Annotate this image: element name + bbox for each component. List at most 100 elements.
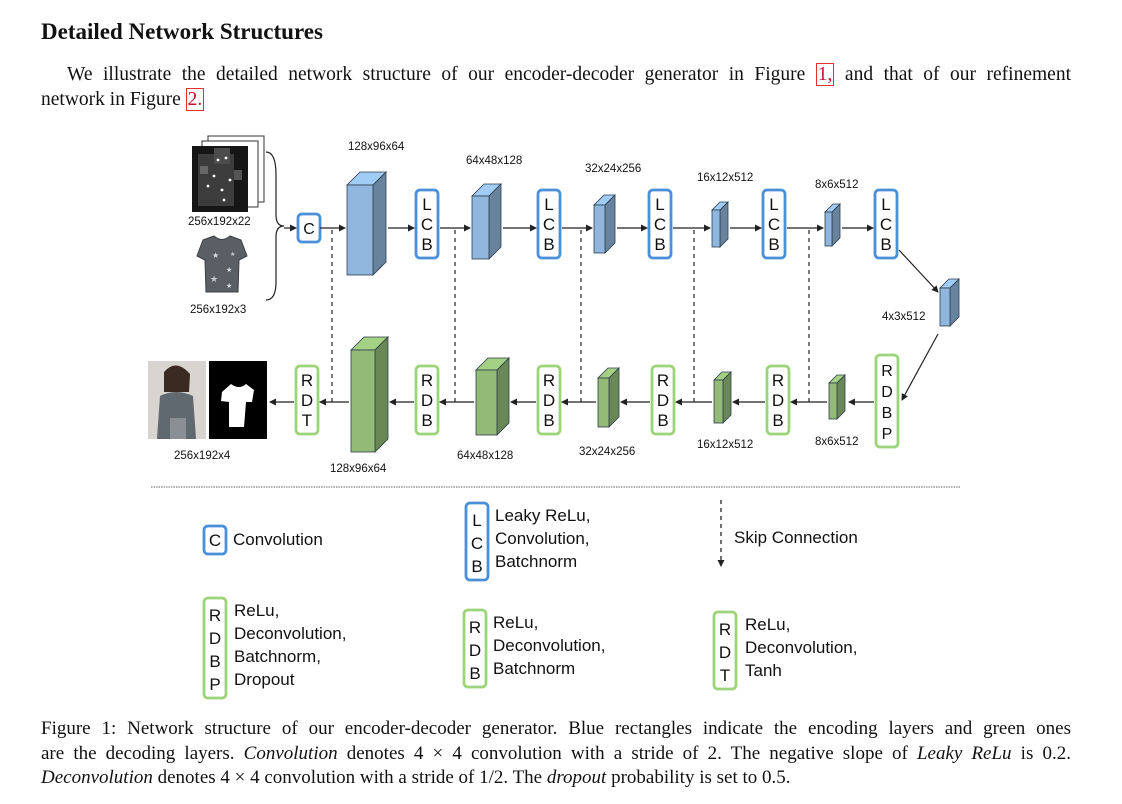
legend-rdt-text-3: Tanh <box>745 661 782 680</box>
decoder-rdb-block-4-letter-d: D <box>772 391 784 410</box>
decoder-rdb-block-4 <box>765 364 791 436</box>
decoder-layer-2-dims: 64x48x128 <box>457 450 513 462</box>
legend-lcb-block-letter-b: B <box>471 557 482 576</box>
encoder-lcb-block-2-letter-l: L <box>544 195 553 214</box>
decoder-layer-5 <box>828 374 846 420</box>
output-rdt-block-letter-d: D <box>301 391 313 410</box>
encoder-lcb-block-3-letter-l: L <box>655 195 664 214</box>
legend-rdbp-text-4: Dropout <box>234 670 295 689</box>
legend-rdb-text-3: Batchnorm <box>493 659 575 678</box>
figure-1-link[interactable]: 1, <box>815 63 835 86</box>
output-rdt-block-letter-t: T <box>302 411 312 430</box>
decoder-rdb-block-2-letter-r: R <box>543 371 555 390</box>
encoder-lcb-block-5 <box>873 188 899 260</box>
encoder-lcb-block-1 <box>414 188 440 260</box>
svg-text:★: ★ <box>230 251 235 258</box>
legend-rdt-block-letter-t: T <box>720 666 730 685</box>
encoder-lcb-block-1-letter-l: L <box>422 195 431 214</box>
decoder-rdb-block-1-letter-d: D <box>421 391 433 410</box>
svg-text:★: ★ <box>226 266 232 274</box>
decoder-rdb-block-4-letter-r: R <box>772 371 784 390</box>
legend-rdt-text-1: ReLu, <box>745 615 790 634</box>
output-dims: 256x192x4 <box>174 450 231 462</box>
intro-paragraph: We illustrate the detailed network struc… <box>41 62 1071 112</box>
caption-line-2e: is 0.2. <box>1011 742 1071 764</box>
decoder-rdb-block-3-letter-d: D <box>657 391 669 410</box>
output-rdt-block <box>294 364 320 436</box>
decoder-rdbp-block-letter-r: R <box>881 363 893 380</box>
caption-term-dropout: dropout <box>546 767 607 788</box>
legend-rdb-block <box>462 608 488 689</box>
svg-text:★: ★ <box>210 274 218 284</box>
bottleneck-dims: 4x3x512 <box>882 311 925 323</box>
encoder-layer-3 <box>593 194 616 254</box>
decoder-rdb-block-3 <box>650 364 676 436</box>
decoder-layer-2 <box>475 357 510 436</box>
legend-lcb-block-letter-c: C <box>471 534 483 553</box>
encoder-lcb-block-3-letter-c: C <box>654 215 666 234</box>
encoder-layer-3-dims: 32x24x256 <box>585 163 641 175</box>
decoder-layer-4-dims: 16x12x512 <box>697 439 753 451</box>
decoder-rdb-block-2-letter-d: D <box>543 391 555 410</box>
caption-line-3d: probability is set to 0.5. <box>606 767 791 788</box>
legend-rdb-block-letter-b: B <box>469 664 480 683</box>
legend-conv-block-letter-c: C <box>209 531 221 550</box>
section-heading: Detailed Network Structures <box>41 19 323 44</box>
legend-rdt-block <box>712 610 738 691</box>
legend-rdbp-block-letter-r: R <box>209 606 221 625</box>
legend-conv-block <box>202 524 228 556</box>
cloth-input-dims: 256x192x3 <box>190 304 246 316</box>
legend-rdbp-block <box>202 596 228 700</box>
legend-rdb-text-1: ReLu, <box>493 613 538 632</box>
decoder-rdb-block-4-letter-b: B <box>772 411 783 430</box>
encoder-layer-1-dims: 128x96x64 <box>348 141 405 153</box>
encoder-lcb-block-5-letter-c: C <box>880 215 892 234</box>
encoder-layer-4 <box>711 201 729 248</box>
decoder-rdbp-block-letter-d: D <box>881 384 893 401</box>
legend-skip-text: Skip Connection <box>734 528 858 547</box>
output-person-image <box>148 361 206 439</box>
encoder-lcb-block-2 <box>536 188 562 260</box>
legend-rdbp-text-1: ReLu, <box>234 601 279 620</box>
decoder-rdb-block-1-letter-b: B <box>421 411 432 430</box>
encoder-layer-5 <box>824 203 841 247</box>
decoder-layer-3-dims: 32x24x256 <box>579 446 635 458</box>
encoder-layer-2 <box>471 183 502 260</box>
figure-2-link[interactable]: 2. <box>185 88 205 111</box>
caption-term-convolution: Convolution <box>243 742 338 764</box>
decoder-rdb-block-2 <box>536 364 562 436</box>
encoder-lcb-block-2-letter-c: C <box>543 215 555 234</box>
encoder-lcb-block-5-letter-l: L <box>881 195 890 214</box>
encoder-layer-1 <box>346 171 387 276</box>
legend-lcb-text-1: Leaky ReLu, <box>495 506 590 525</box>
input-conv-block-letter-c: C <box>303 221 315 238</box>
legend-rdbp-block-letter-d: D <box>209 629 221 648</box>
caption-line-2c: denotes 4 × 4 convolution with a stride … <box>337 742 917 764</box>
decoder-rdb-block-2-letter-b: B <box>543 411 554 430</box>
input-brace <box>265 151 285 301</box>
encoder-layer-2-dims: 64x48x128 <box>466 155 522 167</box>
decoder-rdbp-block-letter-b: B <box>882 405 893 422</box>
legend-rdbp-block-letter-b: B <box>209 652 220 671</box>
caption-line-1: Figure 1: Network structure of our encod… <box>41 718 1071 739</box>
encoder-lcb-block-5-letter-b: B <box>880 235 891 254</box>
decoder-rdb-block-1-letter-r: R <box>421 371 433 390</box>
legend-rdbp-block-letter-p: P <box>209 675 220 694</box>
encoder-layer-5-dims: 8x6x512 <box>815 179 858 191</box>
encoder-lcb-block-4-letter-c: C <box>768 215 780 234</box>
legend-rdt-text-2: Deconvolution, <box>745 638 857 657</box>
caption-term-deconvolution: Deconvolution <box>41 767 153 788</box>
decoder-rdb-block-3-letter-r: R <box>657 371 669 390</box>
figure-caption: Figure 1: Network structure of our encod… <box>41 717 1071 791</box>
decoder-layer-4 <box>713 371 732 424</box>
encoder-lcb-block-4-letter-b: B <box>768 235 779 254</box>
intro-line2-before: network in Figure <box>41 89 186 110</box>
caption-term-leaky-relu: Leaky ReLu <box>916 742 1012 764</box>
legend-rdbp-text-2: Deconvolution, <box>234 624 346 643</box>
pose-map-input-image <box>192 135 265 212</box>
legend-lcb-block-letter-l: L <box>472 511 481 530</box>
encoder-lcb-block-2-letter-b: B <box>543 235 554 254</box>
clothing-input-image: ★ ★ ★ ★ ★ <box>196 235 248 293</box>
decoder-rdb-block-1 <box>414 364 440 436</box>
